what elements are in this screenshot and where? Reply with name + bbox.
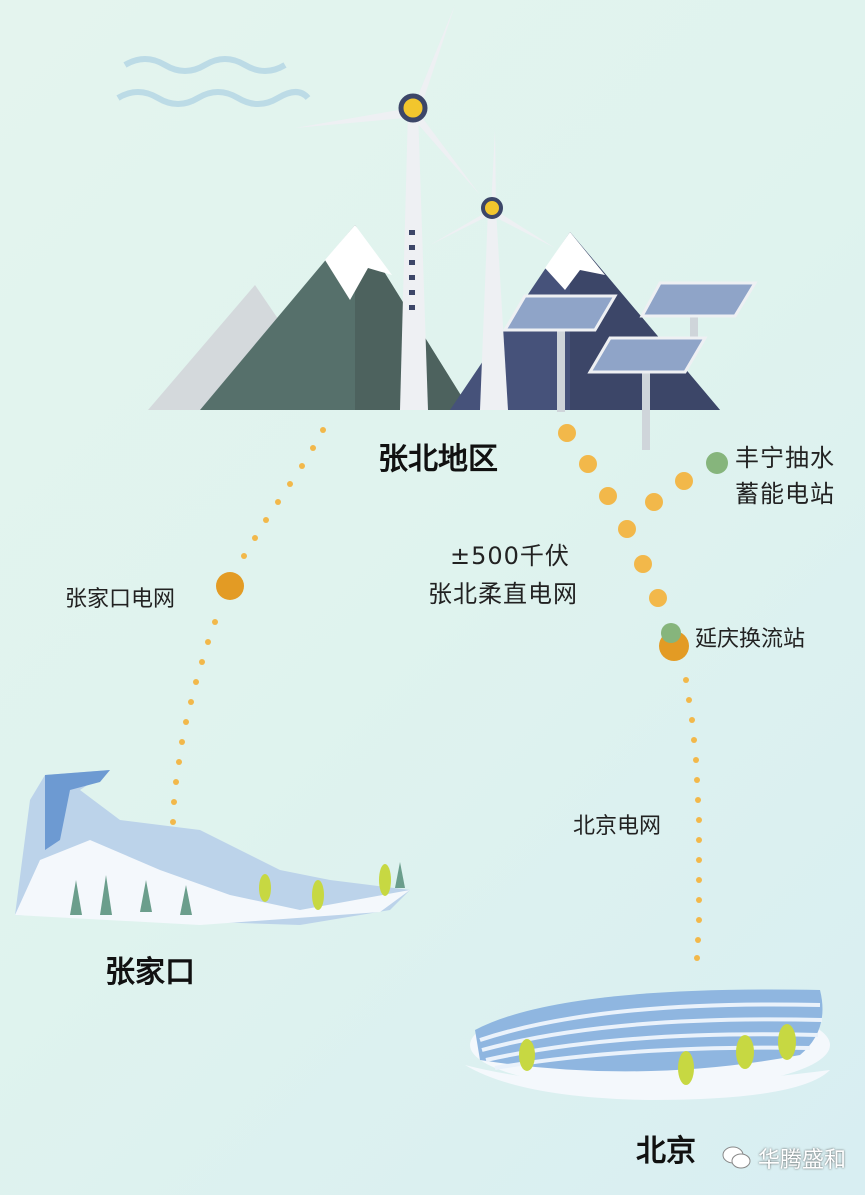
solar-panels — [502, 281, 758, 450]
beijing-speed-skating-oval — [465, 989, 830, 1100]
wechat-icon — [722, 1146, 751, 1169]
fengning-station-node — [706, 452, 728, 474]
label-yanqing-station: 延庆换流站 — [695, 627, 806, 652]
zhangjiakou-ski-venue — [15, 770, 410, 925]
wind-turbine-small — [430, 130, 555, 410]
label-beijing: 北京 — [636, 1134, 696, 1169]
zhangjiakou-grid-node — [216, 572, 244, 600]
label-fengning-line1: 丰宁抽水 — [735, 444, 835, 472]
label-dc-grid-name: 张北柔直电网 — [428, 580, 578, 608]
yanqing-station-node-green — [661, 623, 681, 643]
label-zhangbei-region: 张北地区 — [378, 442, 498, 477]
mountains — [148, 225, 720, 410]
label-zhangjiakou-grid: 张家口电网 — [65, 587, 176, 612]
label-dc-grid-voltage: ±500千伏 — [450, 542, 570, 570]
watermark: 华腾盛和 — [722, 1142, 846, 1174]
label-zhangjiakou: 张家口 — [105, 955, 195, 990]
dc-grid-dots — [558, 424, 693, 607]
label-beijing-grid: 北京电网 — [573, 814, 662, 839]
beijing-grid-line — [683, 677, 702, 961]
watermark-text: 华腾盛和 — [758, 1148, 847, 1173]
label-fengning-line2: 蓄能电站 — [735, 480, 835, 508]
zhangjiakou-grid-line — [170, 427, 326, 825]
wind-turbine-large — [295, 5, 480, 410]
wind-lines — [116, 56, 311, 107]
